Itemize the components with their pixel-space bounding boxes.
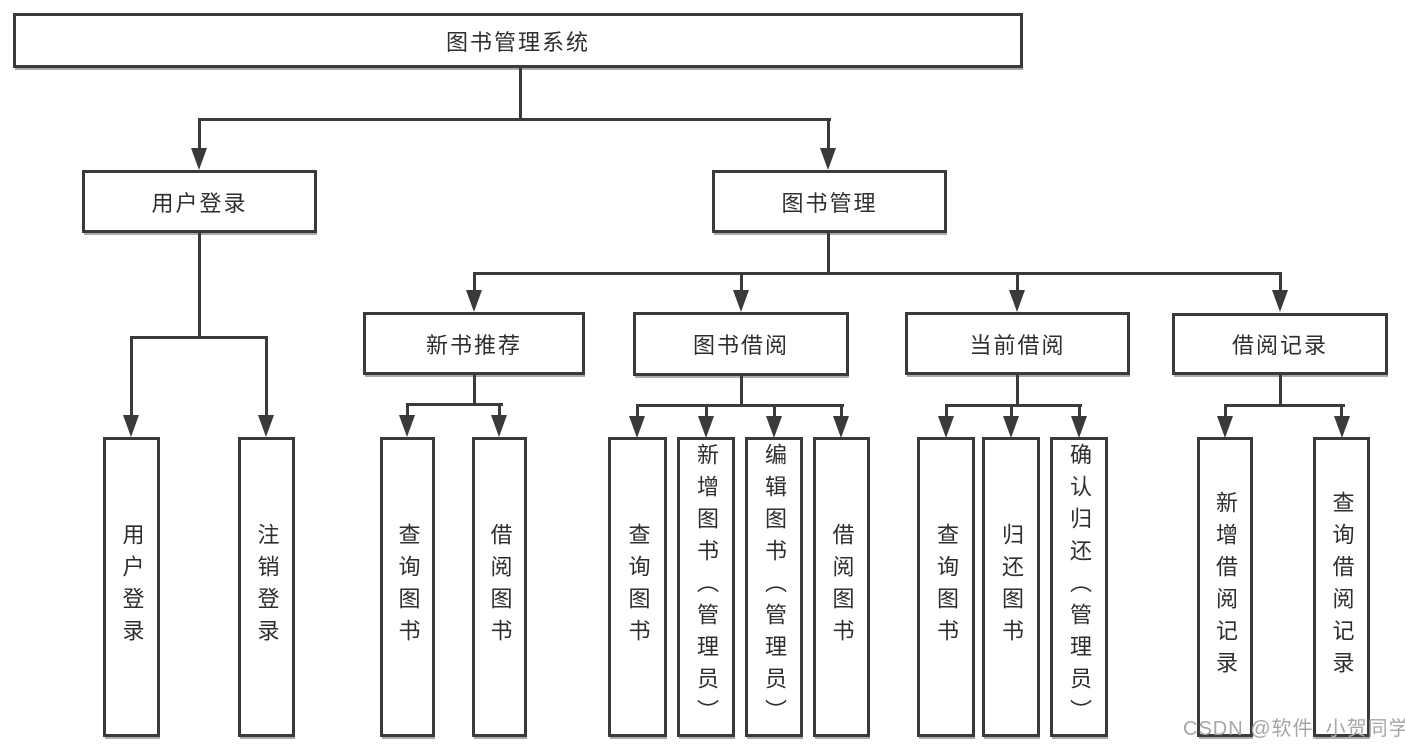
node-root: 图书管理系统 bbox=[13, 13, 1023, 68]
leaf-edit-book-admin: 编辑图书（管理员） bbox=[745, 437, 803, 737]
connector-line bbox=[1224, 404, 1227, 417]
arrowhead-down bbox=[733, 290, 749, 312]
leaf-confirm-return-admin-label: 确认归还（管理员） bbox=[1067, 443, 1092, 731]
connector-line bbox=[519, 68, 522, 121]
connector-line bbox=[198, 118, 201, 150]
arrowhead-down bbox=[399, 415, 415, 437]
arrowhead-down bbox=[1217, 416, 1233, 438]
leaf-recommend-query-book-label: 查询图书 bbox=[395, 523, 421, 651]
leaf-add-borrow-record: 新增借阅记录 bbox=[1197, 437, 1253, 737]
arrowhead-down bbox=[258, 415, 274, 437]
arrowhead-down bbox=[1009, 290, 1025, 312]
node-current-borrow: 当前借阅 bbox=[905, 312, 1130, 375]
connector-line bbox=[945, 404, 1082, 407]
arrowhead-down bbox=[123, 415, 139, 437]
connector-line bbox=[130, 336, 268, 339]
connector-line bbox=[827, 233, 830, 275]
node-current-borrow-label: 当前借阅 bbox=[969, 332, 1066, 358]
node-user-login-label: 用户登录 bbox=[151, 190, 248, 216]
leaf-logout-label: 注销登录 bbox=[254, 523, 280, 651]
connector-line bbox=[1224, 404, 1345, 407]
connector-line bbox=[1279, 375, 1282, 407]
leaf-current-query-book: 查询图书 bbox=[917, 437, 975, 737]
connector-line bbox=[705, 404, 708, 417]
node-borrow-record-label: 借阅记录 bbox=[1231, 333, 1328, 358]
arrowhead-down bbox=[938, 416, 954, 438]
connector-line bbox=[740, 376, 743, 407]
leaf-borrow-book-label: 借阅图书 bbox=[829, 523, 855, 651]
leaf-edit-book-admin-label: 编辑图书（管理员） bbox=[762, 443, 787, 731]
leaf-borrow-query-book-label: 查询图书 bbox=[625, 523, 651, 651]
node-book-borrow-label: 图书借阅 bbox=[692, 333, 789, 358]
leaf-borrow-query-book: 查询图书 bbox=[608, 437, 667, 737]
leaf-return-book: 归还图书 bbox=[982, 437, 1040, 737]
csdn-watermark: CSDN @软件_小贺同学 bbox=[1183, 718, 1405, 740]
node-root-label: 图书管理系统 bbox=[445, 29, 590, 55]
connector-line bbox=[498, 403, 501, 417]
connector-line bbox=[1279, 272, 1282, 294]
arrowhead-down bbox=[1272, 290, 1288, 312]
connector-line bbox=[198, 233, 201, 339]
arrowhead-down bbox=[191, 148, 207, 170]
leaf-add-book-admin: 新增图书（管理员） bbox=[677, 437, 735, 737]
connector-line bbox=[636, 404, 639, 417]
leaf-query-borrow-record: 查询借阅记录 bbox=[1313, 437, 1370, 737]
node-borrow-record: 借阅记录 bbox=[1172, 313, 1388, 375]
arrowhead-down bbox=[833, 416, 849, 438]
connector-line bbox=[1078, 404, 1081, 417]
leaf-recommend-borrow-book-label: 借阅图书 bbox=[487, 523, 513, 651]
connector-line bbox=[1016, 272, 1019, 294]
connector-line bbox=[840, 404, 843, 417]
node-user-login: 用户登录 bbox=[82, 170, 317, 233]
node-new-book-recommend-label: 新书推荐 bbox=[425, 332, 522, 358]
connector-line bbox=[406, 403, 503, 406]
arrowhead-down bbox=[766, 416, 782, 438]
leaf-user-login-label: 用户登录 bbox=[119, 523, 145, 651]
leaf-user-login: 用户登录 bbox=[103, 437, 160, 737]
node-book-borrow: 图书借阅 bbox=[633, 312, 849, 376]
leaf-logout: 注销登录 bbox=[238, 437, 295, 737]
connector-line bbox=[1010, 404, 1013, 417]
connector-line bbox=[1016, 375, 1019, 407]
connector-line bbox=[130, 336, 133, 417]
arrowhead-down bbox=[466, 290, 482, 312]
arrowhead-down bbox=[1003, 416, 1019, 438]
node-new-book-recommend: 新书推荐 bbox=[363, 312, 585, 375]
connector-line bbox=[406, 403, 409, 417]
connector-line bbox=[773, 404, 776, 417]
node-book-management-label: 图书管理 bbox=[781, 190, 878, 216]
arrowhead-down bbox=[1334, 416, 1350, 438]
connector-line bbox=[1340, 404, 1343, 417]
arrowhead-down bbox=[1071, 416, 1087, 438]
arrowhead-down bbox=[820, 148, 836, 170]
leaf-recommend-borrow-book: 借阅图书 bbox=[472, 437, 527, 737]
connector-line bbox=[740, 272, 743, 294]
connector-line bbox=[473, 272, 1282, 275]
connector-line bbox=[198, 118, 831, 121]
connector-line bbox=[636, 404, 844, 407]
leaf-return-book-label: 归还图书 bbox=[999, 523, 1024, 651]
node-book-management: 图书管理 bbox=[712, 170, 947, 233]
connector-line bbox=[265, 336, 268, 417]
leaf-current-query-book-label: 查询图书 bbox=[934, 523, 959, 651]
connector-line bbox=[945, 404, 948, 417]
arrowhead-down bbox=[698, 416, 714, 438]
leaf-add-book-admin-label: 新增图书（管理员） bbox=[694, 443, 719, 731]
connector-line bbox=[473, 272, 476, 294]
arrowhead-down bbox=[491, 415, 507, 437]
arrowhead-down bbox=[629, 416, 645, 438]
leaf-borrow-book: 借阅图书 bbox=[813, 437, 870, 737]
leaf-query-borrow-record-label: 查询借阅记录 bbox=[1329, 491, 1355, 683]
leaf-confirm-return-admin: 确认归还（管理员） bbox=[1050, 437, 1108, 737]
leaf-add-borrow-record-label: 新增借阅记录 bbox=[1213, 491, 1238, 683]
leaf-recommend-query-book: 查询图书 bbox=[380, 437, 435, 737]
connector-line bbox=[473, 375, 476, 406]
connector-line bbox=[827, 118, 830, 150]
